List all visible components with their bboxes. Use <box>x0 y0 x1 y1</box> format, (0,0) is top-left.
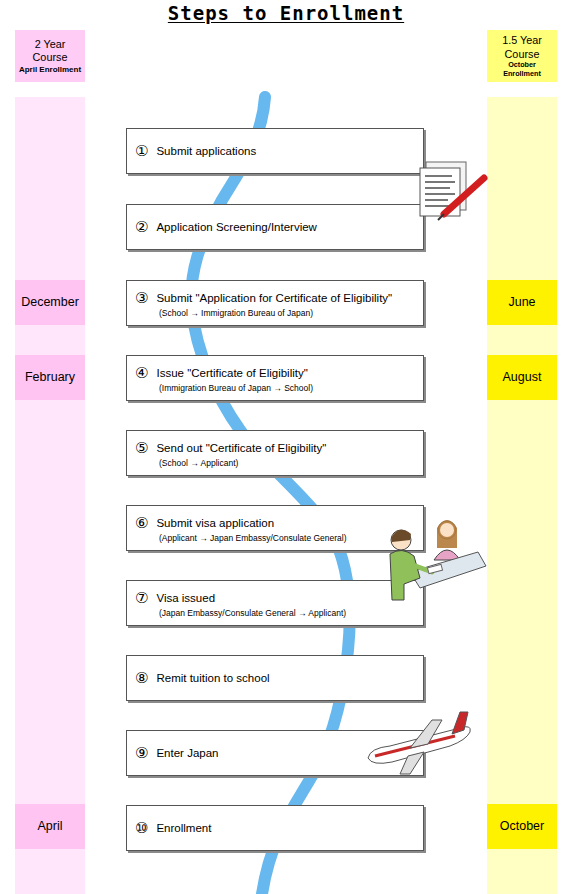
step-number: ⑥ <box>135 514 148 532</box>
step-label: Enter Japan <box>156 747 218 759</box>
step-label: Enrollment <box>156 822 211 834</box>
step-box: ⑨ Enter Japan <box>126 730 424 776</box>
step-number: ⑧ <box>135 669 148 687</box>
step-number: ② <box>135 218 148 236</box>
course-header: 1.5 Year CourseOctober Enrollment <box>487 30 557 82</box>
step-row: ② Application Screening/Interview <box>135 218 317 236</box>
month-label: April <box>37 819 62 835</box>
airplane-icon <box>368 712 470 774</box>
step-label: Submit "Application for Certificate of E… <box>156 292 392 304</box>
step-route: (Immigration Bureau of Japan → School) <box>159 383 313 393</box>
step-subline: (School → Immigration Bureau of Japan) <box>135 308 313 318</box>
step-route: (Japan Embassy/Consulate General → Appli… <box>159 608 346 618</box>
month-box: December <box>15 280 85 325</box>
course-name: 1.5 Year Course <box>489 34 555 61</box>
month-box: August <box>487 355 557 400</box>
step-box: ④ Issue "Certificate of Eligibility" (Immi… <box>126 355 424 401</box>
step-label: Application Screening/Interview <box>156 221 316 233</box>
step-label: Remit tuition to school <box>156 672 269 684</box>
step-number: ③ <box>135 289 148 307</box>
pink-band <box>15 97 85 894</box>
month-label: August <box>503 370 542 386</box>
step-box: ③ Submit "Application for Certificate of … <box>126 280 424 326</box>
step-label: Issue "Certificate of Eligibility" <box>156 367 307 379</box>
step-row: ⑧ Remit tuition to school <box>135 669 270 687</box>
step-route: (School → Immigration Bureau of Japan) <box>159 308 313 318</box>
step-number: ⑩ <box>135 819 148 837</box>
month-box: April <box>15 804 85 849</box>
step-subline: (Japan Embassy/Consulate General → Appli… <box>135 608 346 618</box>
step-box: ① Submit applications <box>126 128 424 174</box>
step-route: (School → Applicant) <box>159 458 238 468</box>
step-number: ④ <box>135 364 148 382</box>
visa-counter-figures <box>390 520 486 600</box>
step-number: ⑨ <box>135 744 148 762</box>
step-label: Submit visa application <box>156 517 274 529</box>
step-number: ① <box>135 142 148 160</box>
course-name: 2 Year Course <box>17 38 83 65</box>
step-box: ⑤ Send out "Certificate of Eligibility" (S… <box>126 430 424 476</box>
step-route: (Applicant → Japan Embassy/Consulate Gen… <box>159 533 347 543</box>
step-row: ① Submit applications <box>135 142 256 160</box>
enrollment-month: April Enrollment <box>19 65 81 74</box>
step-row: ⑨ Enter Japan <box>135 744 218 762</box>
diagram-title: Steps to Enrollment <box>0 2 572 24</box>
step-box: ⑦ Visa issued (Japan Embassy/Consulate Gen… <box>126 580 424 626</box>
step-box: ⑥ Submit visa application (Applicant → Jap… <box>126 505 424 551</box>
month-box: June <box>487 280 557 325</box>
step-number: ⑦ <box>135 589 148 607</box>
month-label: October <box>500 819 544 835</box>
enrollment-month: October Enrollment <box>489 61 555 78</box>
step-subline: (Immigration Bureau of Japan → School) <box>135 383 313 393</box>
step-row: ④ Issue "Certificate of Eligibility" <box>135 364 308 382</box>
month-box: February <box>15 355 85 400</box>
month-box: October <box>487 804 557 849</box>
step-subline: (Applicant → Japan Embassy/Consulate Gen… <box>135 533 347 543</box>
step-row: ⑦ Visa issued <box>135 589 215 607</box>
step-box: ② Application Screening/Interview <box>126 204 424 250</box>
month-label: December <box>21 295 79 311</box>
month-label: February <box>25 370 75 386</box>
month-label: June <box>508 295 535 311</box>
document-pen-icon <box>420 162 484 220</box>
step-row: ⑥ Submit visa application <box>135 514 274 532</box>
yellow-band <box>487 97 557 894</box>
step-box: ⑩ Enrollment <box>126 805 424 851</box>
step-label: Visa issued <box>156 592 215 604</box>
step-box: ⑧ Remit tuition to school <box>126 655 424 701</box>
course-header: 2 Year CourseApril Enrollment <box>15 30 85 82</box>
step-label: Send out "Certificate of Eligibility" <box>156 442 326 454</box>
step-label: Submit applications <box>156 145 256 157</box>
step-row: ⑩ Enrollment <box>135 819 211 837</box>
step-subline: (School → Applicant) <box>135 458 238 468</box>
step-number: ⑤ <box>135 439 148 457</box>
step-row: ⑤ Send out "Certificate of Eligibility" <box>135 439 326 457</box>
step-row: ③ Submit "Application for Certificate of … <box>135 289 392 307</box>
